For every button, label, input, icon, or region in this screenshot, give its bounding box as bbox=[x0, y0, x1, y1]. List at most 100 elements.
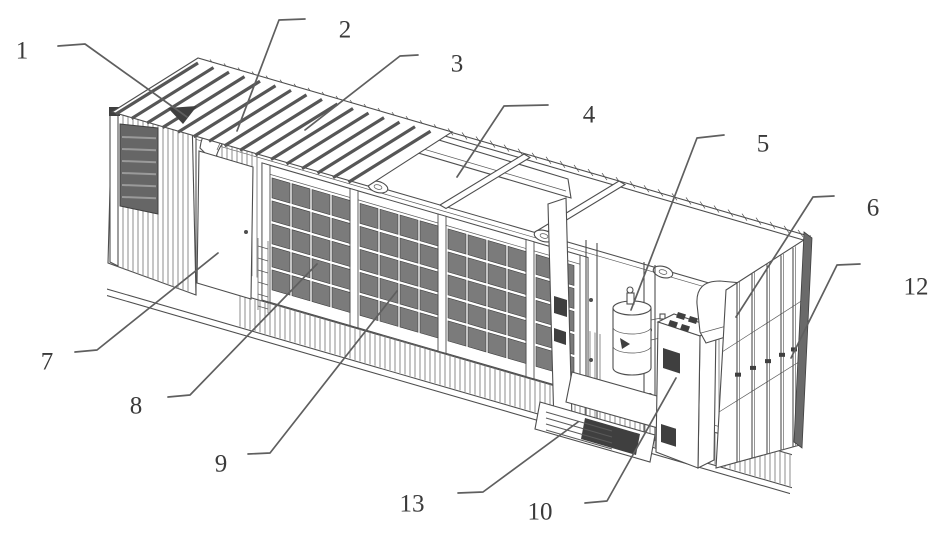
cabinet-vent-panel bbox=[661, 424, 676, 447]
battery-module bbox=[271, 177, 291, 204]
base-vent-louver bbox=[545, 411, 613, 450]
roof-hatch-stripe bbox=[146, 70, 230, 125]
leader-line-4 bbox=[456, 104, 549, 178]
vent-slat bbox=[545, 417, 613, 438]
cabinet-top-vent bbox=[676, 312, 686, 320]
rail-tick bbox=[797, 229, 804, 238]
battery-module bbox=[379, 208, 399, 235]
battery-module bbox=[291, 206, 311, 233]
battery-module bbox=[399, 283, 419, 310]
battery-module bbox=[271, 246, 291, 273]
battery-module bbox=[359, 295, 379, 322]
callout-label-7: 7 bbox=[41, 349, 54, 376]
roof-panel bbox=[110, 57, 454, 187]
roof-hatch-stripe bbox=[332, 125, 416, 180]
rack-post bbox=[579, 254, 589, 396]
battery-module bbox=[467, 303, 487, 330]
battery-module bbox=[399, 306, 419, 333]
battery-module bbox=[487, 240, 507, 267]
ladder-rung bbox=[257, 293, 269, 298]
lock-rod-handle bbox=[765, 359, 771, 364]
battery-module bbox=[467, 280, 487, 307]
rail-tick bbox=[727, 209, 734, 217]
ladder-rung bbox=[257, 257, 269, 262]
post-bolt bbox=[589, 358, 593, 362]
leader-line-8 bbox=[167, 263, 318, 398]
battery-module bbox=[399, 260, 419, 287]
battery-module bbox=[331, 286, 351, 313]
post-bolt bbox=[589, 298, 593, 302]
tank-valve bbox=[626, 292, 635, 305]
battery-module bbox=[507, 268, 527, 295]
battery-module bbox=[291, 183, 311, 210]
battery-module bbox=[311, 281, 331, 308]
lock-rod-handle bbox=[791, 347, 797, 352]
callout-label-5: 5 bbox=[757, 131, 770, 158]
end-front-edge bbox=[191, 115, 197, 296]
battery-module bbox=[291, 229, 311, 256]
battery-module bbox=[271, 269, 291, 296]
battery-module bbox=[507, 337, 527, 364]
battery-module bbox=[291, 275, 311, 302]
tank-band bbox=[612, 326, 652, 335]
battery-module bbox=[467, 257, 487, 284]
leader-line-6 bbox=[735, 195, 835, 318]
tank-fitting-block bbox=[659, 313, 666, 320]
battery-module bbox=[291, 252, 311, 279]
callout-label-12: 12 bbox=[904, 274, 929, 301]
fire-suppression-tank bbox=[612, 286, 666, 376]
battery-rack-assembly bbox=[261, 162, 589, 396]
roof-outline bbox=[110, 57, 454, 187]
door-handle bbox=[244, 230, 248, 234]
battery-module bbox=[311, 189, 331, 216]
battery-module bbox=[399, 237, 419, 264]
container-end-doors bbox=[715, 231, 813, 469]
rack-post bbox=[261, 162, 271, 303]
rail-tick bbox=[783, 225, 790, 233]
vent-slat bbox=[545, 429, 613, 450]
battery-module bbox=[447, 228, 467, 255]
roof-hatch-stripe bbox=[285, 111, 370, 166]
rail-tick bbox=[531, 152, 538, 160]
leader-line-5 bbox=[630, 134, 725, 311]
ladder-rungs bbox=[257, 245, 269, 310]
roof-hatch-stripe bbox=[270, 107, 354, 161]
ladder-rung bbox=[257, 305, 269, 310]
battery-module bbox=[507, 291, 527, 318]
battery-module bbox=[447, 297, 467, 324]
roof-hatch-stripe bbox=[130, 66, 215, 120]
door-panel bbox=[196, 150, 254, 300]
callout-label-10: 10 bbox=[528, 499, 553, 526]
lock-rod-handle bbox=[735, 372, 741, 377]
roof-hatch-stripe bbox=[208, 88, 292, 143]
fan-icon bbox=[652, 265, 674, 279]
battery-module bbox=[419, 289, 439, 316]
grille-slat bbox=[121, 160, 157, 164]
rail-tick bbox=[559, 160, 566, 169]
battery-module bbox=[311, 235, 331, 262]
rack-post bbox=[437, 213, 447, 354]
battery-module bbox=[419, 266, 439, 293]
bottom-side-rail-outer bbox=[107, 294, 790, 495]
corner-post bbox=[793, 231, 813, 449]
tank-fitting bbox=[650, 317, 662, 321]
vent-slat bbox=[545, 423, 613, 444]
ladder-rung bbox=[257, 245, 269, 250]
roof-hatch-stripe bbox=[239, 98, 323, 152]
callout-label-9: 9 bbox=[215, 451, 228, 478]
roof-hatch-stripe bbox=[254, 102, 339, 157]
fan-hub-icon bbox=[539, 233, 549, 239]
callout-label-1: 1 bbox=[16, 38, 29, 65]
rail-tick bbox=[503, 144, 510, 152]
battery-module bbox=[447, 251, 467, 278]
cabinet-top-vent bbox=[688, 316, 698, 324]
roof-hatch-stripe bbox=[115, 61, 199, 116]
battery-module bbox=[359, 203, 379, 230]
tank-label-mark bbox=[620, 338, 630, 349]
partition-latch bbox=[554, 328, 566, 345]
end-door-rail bbox=[721, 297, 807, 353]
battery-module bbox=[331, 263, 351, 290]
rail-tick bbox=[489, 140, 496, 148]
roof-hatch-stripes bbox=[115, 61, 432, 184]
